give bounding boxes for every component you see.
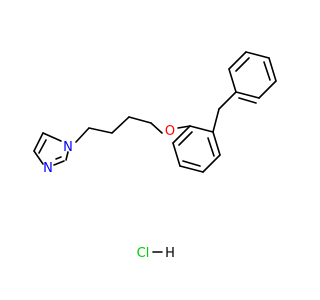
- bond-c3-c4: [202, 154, 221, 173]
- hydrochloride-salt: Cl H: [137, 246, 175, 261]
- bond-p4-p5: [245, 51, 270, 59]
- bond-p1-p2: [235, 91, 260, 99]
- bond-c2-c3: [212, 131, 221, 156]
- bond-c1-c2: [189, 125, 214, 133]
- bond-c4-c5: [179, 165, 204, 173]
- atom-label-n3: N: [43, 161, 53, 176]
- bond-ca-cb: [88, 127, 113, 134]
- bond-n3-c2-double: [55, 156, 62, 160]
- bond-p5-p6-inner: [235, 57, 250, 72]
- structure-drawing: N N O Cl H: [33, 51, 277, 261]
- bond-ch2-c1p: [218, 91, 237, 110]
- bond-c2-ch2: [212, 108, 220, 133]
- bond-p3-p4-inner: [263, 61, 271, 81]
- bond-cb-cc: [111, 116, 130, 134]
- bond-n3-c2: [53, 160, 65, 166]
- bond-c6-c1: [172, 125, 191, 144]
- bond-c6-c1-inner: [178, 131, 193, 146]
- bond-p2-p3: [258, 80, 277, 99]
- bond-cd-o: [150, 122, 163, 134]
- benzyl-ring: [228, 51, 277, 104]
- imidazole-ring: [33, 132, 69, 166]
- bond-n1-c5: [42, 132, 62, 142]
- bond-c2-n1: [65, 151, 69, 161]
- bond-c5-c6: [172, 142, 181, 167]
- bond-n1-ca: [75, 127, 90, 143]
- bond-c5-c4-double: [38, 139, 47, 154]
- butyl-chain: [75, 116, 163, 143]
- molecule-canvas: N N O Cl H: [33, 51, 277, 261]
- bond-p6-p1: [228, 68, 237, 93]
- bond-p5-p6: [228, 51, 247, 70]
- phenoxy-ring: [172, 125, 221, 173]
- salt-cl-label: Cl: [137, 246, 150, 261]
- bond-p3-p4: [268, 57, 277, 82]
- bond-c4-c5-inner: [182, 160, 201, 167]
- atom-label-n1: N: [63, 140, 73, 155]
- atom-label-o: O: [165, 124, 175, 139]
- bond-o-c1: [177, 125, 191, 129]
- bond-c4-n3: [33, 150, 44, 165]
- salt-h-label: H: [165, 246, 175, 261]
- bond-c5-c4: [33, 132, 44, 152]
- bond-p1-p2-inner: [238, 97, 257, 104]
- benzyl-linker: [212, 91, 237, 133]
- bond-c2-c3-inner: [207, 137, 215, 157]
- bond-cc-cd: [128, 116, 152, 124]
